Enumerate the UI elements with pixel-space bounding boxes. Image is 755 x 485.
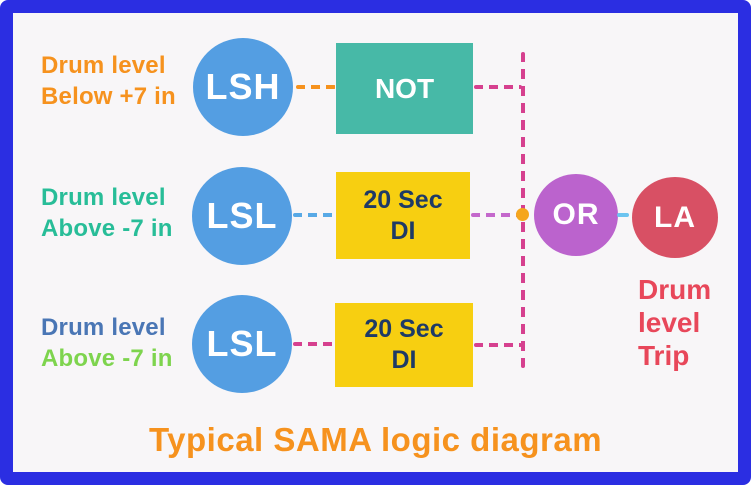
delay-block-3-line2: DI (391, 346, 417, 374)
delay-block-3: 20 Sec DI (335, 303, 473, 387)
or-gate-circle: OR (534, 174, 618, 256)
row1-connector-in (296, 85, 336, 89)
delay-block-2: 20 Sec DI (336, 172, 470, 259)
row1-label-line2: Below +7 in (41, 83, 176, 110)
row2-input-label: Drum level Above -7 in (41, 182, 201, 244)
row3-connector-in (293, 342, 335, 346)
row3-connector-out (474, 343, 522, 347)
or-la-link (617, 213, 629, 217)
sensor-circle-lsl-2: LSL (192, 167, 292, 265)
output-caption-line1: Drum (638, 274, 712, 305)
row2-connector-in (293, 213, 336, 217)
delay-block-2-line1: 20 Sec (363, 185, 443, 214)
output-caption-line3: Trip (638, 340, 690, 371)
row1-connector-out (474, 85, 522, 89)
output-caption-line2: level (638, 307, 701, 338)
row3-label-line1: Drum level (41, 314, 166, 341)
la-output-circle: LA (632, 177, 718, 258)
diagram-title: Typical SAMA logic diagram (148, 421, 603, 458)
not-block: NOT (336, 43, 473, 134)
output-caption: Drum level Trip (638, 273, 711, 372)
sensor-circle-lsh: LSH (193, 38, 293, 136)
delay-block-2-line2: DI (390, 216, 416, 245)
not-block-label: NOT (374, 73, 435, 104)
row1-label-line1: Drum level (41, 52, 166, 79)
delay-block-3-line1: 20 Sec (364, 315, 444, 343)
row2-connector-out (471, 213, 519, 217)
row3-label-line2: Above -7 in (41, 345, 173, 372)
row3-input-label: Drum level Above -7 in (41, 312, 201, 374)
sensor-circle-lsl-3: LSL (192, 295, 292, 393)
row2-label-line1: Drum level (41, 184, 166, 211)
row1-input-label: Drum level Below +7 in (41, 50, 201, 112)
junction-dot (516, 208, 529, 221)
row2-label-line2: Above -7 in (41, 215, 173, 242)
